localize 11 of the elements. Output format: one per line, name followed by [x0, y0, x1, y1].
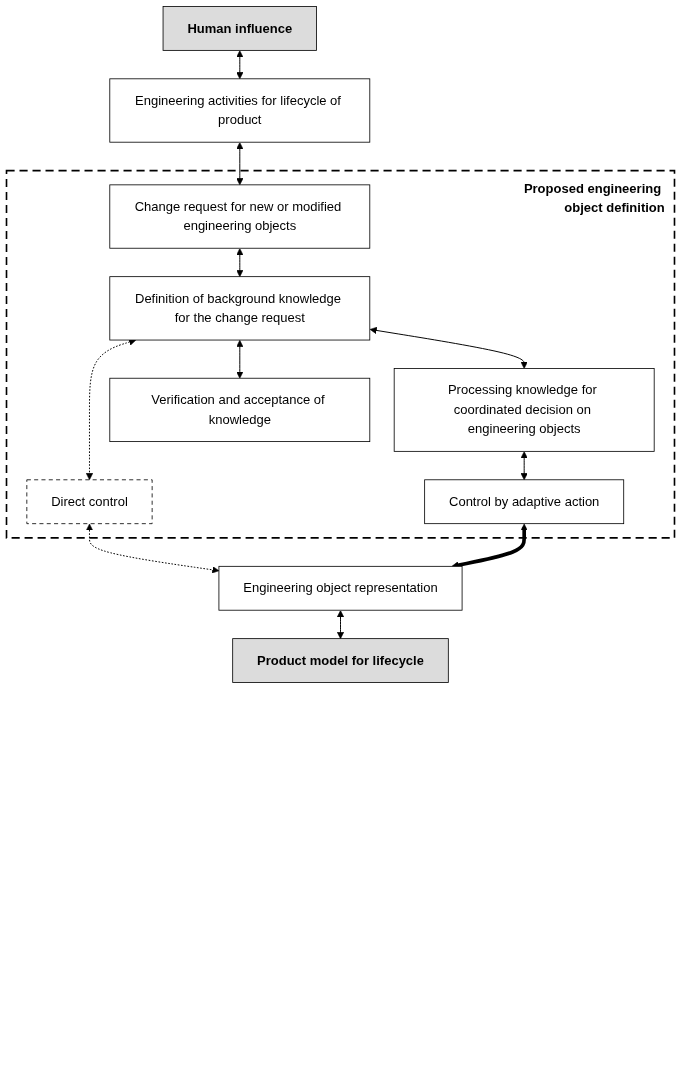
node-box: Engineering object representation: [218, 565, 463, 611]
node-box: Definition of background knowledge for the change request: [109, 276, 371, 341]
node-box: Verification and acceptance of knowledge: [109, 377, 371, 442]
arrow: [451, 523, 528, 569]
node-box: Engineering activities for lifecycle of product: [109, 78, 371, 143]
node-box: Control by adaptive action: [424, 479, 625, 525]
node-box: Direct control: [26, 479, 153, 525]
node-box: Change request for new or modified engineering objects: [109, 184, 371, 249]
node-box: Human influence: [162, 6, 317, 51]
node-box: Product model for lifecycle: [232, 638, 449, 683]
node-box: Processing knowledge for coordinated decision on engineering objects: [393, 368, 655, 452]
